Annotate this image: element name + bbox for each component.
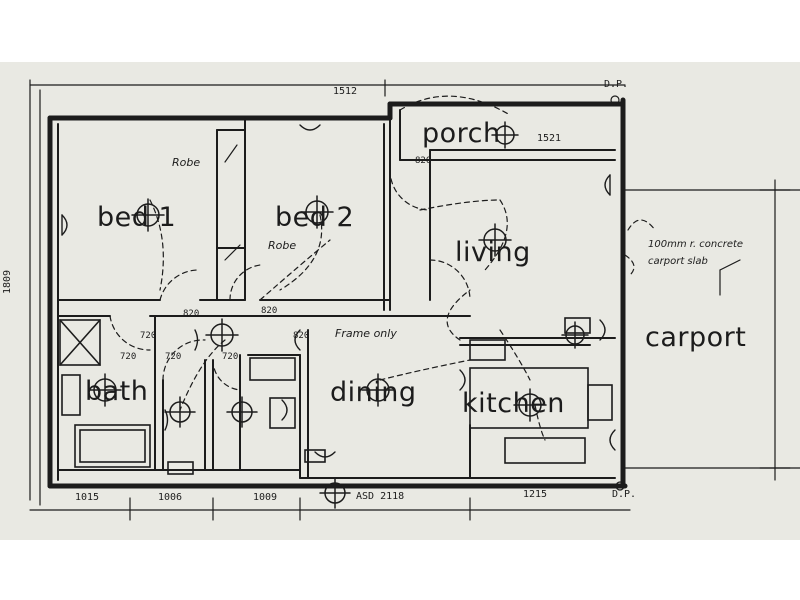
power-points: [61, 124, 616, 458]
fixtures: [59, 317, 613, 475]
dimension-top: 1512: [333, 86, 358, 97]
dimension-lines: [29, 79, 800, 521]
dimension-bottom-5: 1215: [523, 489, 548, 500]
room-label-bed-2: bed 2: [275, 202, 355, 233]
room-label-living: living: [455, 237, 531, 268]
note-frame-only: Frame only: [335, 327, 397, 340]
door-tag-820: 820: [293, 331, 310, 341]
note-carport-slab-line-1: 100mm r. concrete: [648, 239, 744, 250]
downpipes: [610, 95, 625, 491]
bottom-white-band: [0, 540, 800, 600]
note-robe-bed-1: Robe: [172, 156, 201, 169]
door-tag-720: 720: [165, 352, 182, 362]
note-carport-slab-line-2: carport slab: [648, 256, 708, 267]
dimension-bottom-2: 1006: [158, 492, 183, 503]
downpipe-marker-top: D.P.: [604, 79, 629, 90]
floor-plan-drawing: [29, 79, 800, 521]
room-label-kitchen: kitchen: [462, 388, 565, 419]
door-tag-820: 820: [415, 156, 432, 166]
room-label-dining: dining: [330, 377, 417, 408]
interior-walls: [57, 109, 616, 481]
door-tag-720: 720: [140, 331, 157, 341]
arrows: [224, 144, 741, 296]
room-label-bath: bath: [85, 376, 149, 407]
room-label-bed-1: bed 1: [97, 202, 177, 233]
dimension-bottom-3: 1009: [253, 492, 278, 503]
dimension-left-side: 1809: [2, 269, 14, 295]
door-swings: [109, 95, 656, 441]
room-label-carport: carport: [645, 322, 747, 353]
dimension-bottom-1: 1015: [75, 492, 100, 503]
dimension-bottom-4: ASD 2118: [356, 491, 405, 502]
room-label-porch: porch: [422, 118, 501, 149]
exterior-walls: [47, 97, 628, 489]
note-robe-bed-2: Robe: [268, 239, 297, 252]
top-white-band: [0, 0, 800, 62]
dimension-porch: 1521: [537, 133, 562, 144]
light-fittings: [88, 121, 589, 509]
door-tag-820: 820: [183, 309, 200, 319]
floor-plan-sheet: bed 1 bed 2 porch living bath dining kit…: [0, 62, 800, 540]
door-tag-720: 720: [222, 352, 239, 362]
door-tag-820: 820: [261, 306, 278, 316]
door-tag-720: 720: [120, 352, 137, 362]
downpipe-marker-bottom: D.P.: [612, 489, 637, 500]
